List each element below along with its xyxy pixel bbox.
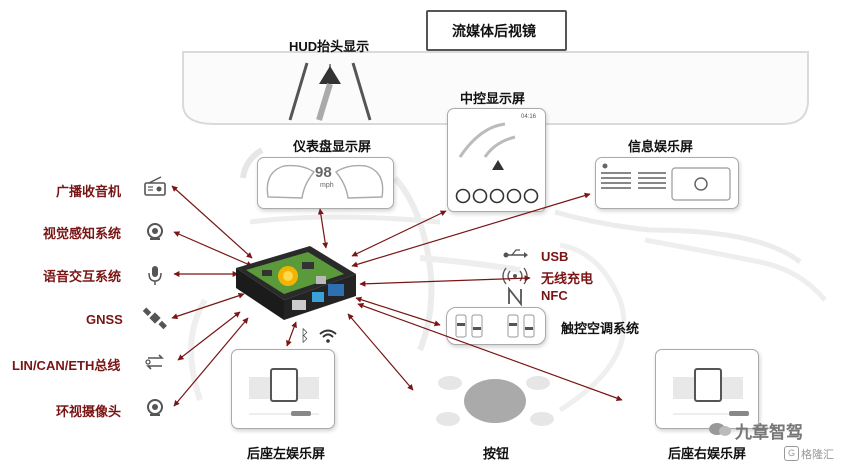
rear-right-label: 后座右娱乐屏: [668, 446, 747, 461]
bus-label: LIN/CAN/ETH总线: [12, 358, 121, 373]
camera-icon: [147, 223, 163, 240]
center-display-time: 04:16: [521, 114, 537, 120]
cluster-label: 仪表盘显示屏: [293, 139, 372, 154]
bus-icon: [145, 354, 164, 370]
cluster-unit: mph: [320, 182, 334, 189]
rear-right-content: [673, 368, 749, 416]
infotainment-content: [601, 163, 731, 201]
infotainment-label: 信息娱乐屏: [628, 139, 694, 154]
watermark-text: 九章智驾: [735, 423, 803, 442]
nfc-icon: [508, 286, 522, 307]
watermark-logo: G: [784, 446, 799, 461]
streaming-mirror-box: [426, 10, 567, 51]
rear-left-content: [249, 368, 319, 416]
bluetooth-icon: ᛒ: [300, 326, 310, 345]
hud-label: HUD抬头显示: [289, 39, 370, 54]
cluster-screen: [257, 157, 394, 209]
surround-camera-icon: [147, 399, 163, 416]
radio-label: 广播收音机: [56, 184, 122, 199]
cluster-gauges: [266, 164, 384, 199]
cluster-speed: 98: [315, 164, 332, 181]
rear-left-label: 后座左娱乐屏: [247, 446, 326, 461]
streaming-mirror-label: 流媒体后视镜: [452, 23, 536, 39]
wechat-icon: [709, 423, 731, 436]
wifi-icon: [319, 329, 337, 343]
voice-label: 语音交互系统: [43, 269, 122, 284]
surround-label: 环视摄像头: [56, 404, 122, 419]
hud-road-icon: [288, 62, 372, 121]
microphone-icon: [148, 266, 162, 285]
radio-icon: [144, 176, 166, 196]
wireless-charging-label: 无线充电: [541, 271, 594, 286]
gnss-label: GNSS: [86, 312, 123, 327]
nfc-label: NFC: [541, 288, 568, 303]
center-display-label: 中控显示屏: [460, 91, 526, 106]
vision-label: 视觉感知系统: [43, 226, 122, 241]
watermark-secondary: 格隆汇: [801, 449, 834, 461]
domain-controller-board: [236, 246, 356, 320]
left-icons: [142, 176, 167, 416]
buttons-label: 按钮: [483, 446, 510, 461]
